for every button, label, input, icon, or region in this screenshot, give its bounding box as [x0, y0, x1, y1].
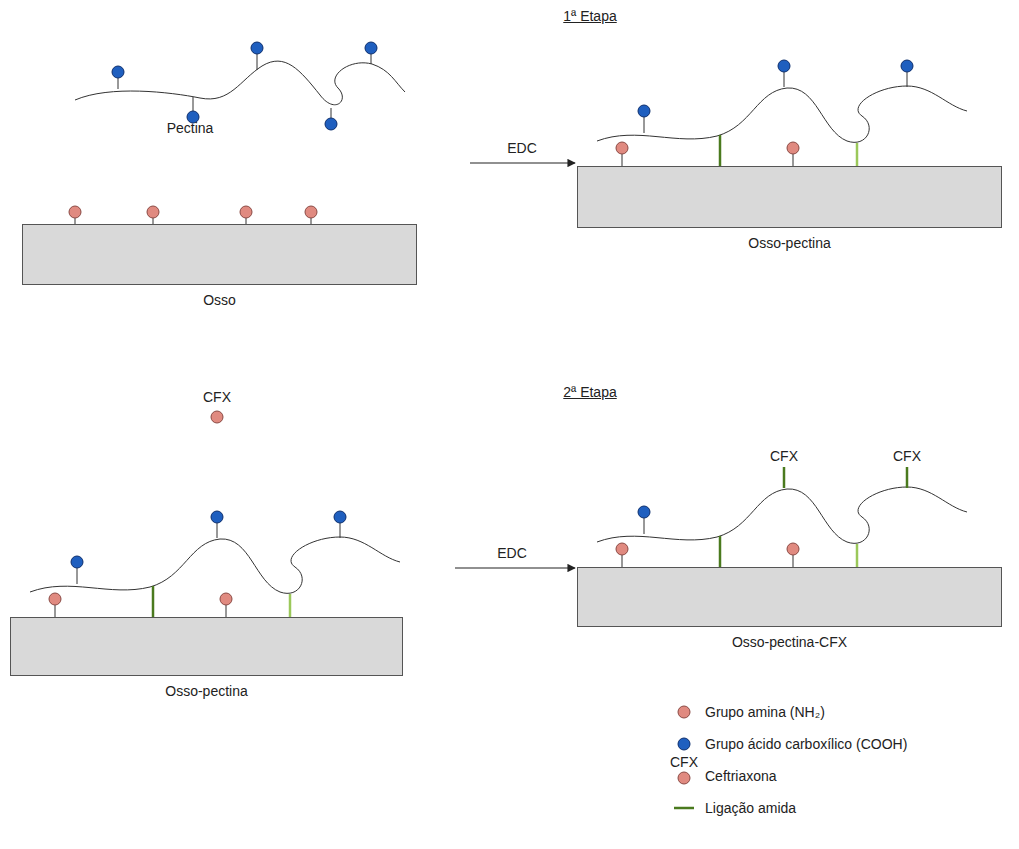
grafted-pectin	[30, 511, 400, 617]
grafted-pectin	[597, 467, 967, 567]
legend-sample-text: CFX	[670, 754, 698, 770]
pectin-chain	[597, 487, 967, 543]
slab-caption: Osso-pectina-CFX	[732, 634, 847, 650]
carboxyl-group	[334, 511, 346, 523]
amine-group	[69, 206, 81, 218]
pectin-chain	[30, 537, 400, 593]
side-chain	[784, 72, 785, 87]
legend-swatch	[678, 772, 690, 784]
reaction-arrow	[470, 162, 575, 163]
pectin-chain	[75, 61, 405, 105]
amide-bond	[719, 536, 722, 567]
amine-group	[220, 593, 232, 605]
bone-slab: Osso-pectina-CFX	[577, 567, 1002, 627]
slab-caption: Osso	[203, 292, 236, 308]
carboxyl-group	[112, 66, 124, 78]
side-chain	[331, 108, 332, 118]
side-chain	[907, 72, 908, 87]
side-chain	[793, 154, 794, 166]
reagent-label: EDC	[497, 545, 527, 561]
amide-bond	[856, 544, 859, 567]
pectin-chain	[75, 42, 405, 130]
molecule-name: CFX	[770, 448, 798, 464]
legend-text: Ceftriaxona	[705, 768, 777, 784]
amine-group	[147, 206, 159, 218]
side-chain	[340, 523, 341, 538]
step-heading: 1ª Etapa	[563, 8, 616, 24]
amine-group	[305, 206, 317, 218]
amine-group	[616, 142, 628, 154]
carboxyl-group	[71, 556, 83, 568]
amide-bond	[289, 594, 292, 617]
side-chain	[193, 97, 194, 111]
legend-text: Grupo ácido carboxílico (COOH)	[705, 736, 907, 752]
amide-bond	[152, 586, 155, 617]
bone-slab: Osso	[22, 224, 417, 285]
carboxyl-group	[365, 42, 377, 54]
carboxyl-group	[325, 118, 337, 130]
bone-slab: Osso-pectina	[10, 617, 403, 676]
amine-group	[787, 543, 799, 555]
carboxyl-group	[638, 105, 650, 117]
molecule-name: CFX	[203, 389, 231, 405]
amide-bond	[856, 143, 859, 166]
carboxyl-group	[638, 506, 650, 518]
side-chain	[55, 605, 56, 617]
side-chain	[644, 518, 645, 534]
amide-bond	[906, 467, 909, 488]
side-chain	[793, 555, 794, 567]
amine-group	[49, 593, 61, 605]
molecule-name: Pectina	[167, 120, 214, 136]
side-chain	[371, 54, 372, 64]
amine-group	[240, 206, 252, 218]
reagent-label: EDC	[507, 140, 537, 156]
grafted-pectin	[597, 60, 967, 166]
ceftriaxone-amine	[211, 411, 223, 423]
side-chain	[257, 54, 258, 70]
side-chain	[217, 523, 218, 538]
carboxyl-group	[778, 60, 790, 72]
legend-swatch	[678, 706, 690, 718]
pectin-chain	[597, 86, 967, 142]
amide-bond	[783, 467, 786, 488]
legend-text: Grupo amina (NH₂)	[705, 704, 825, 720]
amine-group	[787, 142, 799, 154]
side-chain	[644, 117, 645, 133]
bone-slab: Osso-pectina	[577, 166, 1002, 228]
carboxyl-group	[901, 60, 913, 72]
legend-text: Ligação amida	[705, 800, 796, 816]
carboxyl-group	[211, 511, 223, 523]
slab-caption: Osso-pectina	[165, 683, 247, 699]
side-chain	[226, 605, 227, 617]
legend-swatch	[678, 738, 690, 750]
reaction-arrow	[455, 567, 575, 568]
amine-group	[616, 543, 628, 555]
side-chain	[77, 568, 78, 584]
slab-caption: Osso-pectina	[748, 235, 830, 251]
step-heading: 2ª Etapa	[563, 384, 616, 400]
amide-bond	[719, 135, 722, 166]
side-chain	[622, 154, 623, 166]
legend-swatch	[674, 807, 694, 810]
molecule-name: CFX	[893, 448, 921, 464]
side-chain	[622, 555, 623, 567]
carboxyl-group	[251, 42, 263, 54]
side-chain	[118, 78, 119, 89]
